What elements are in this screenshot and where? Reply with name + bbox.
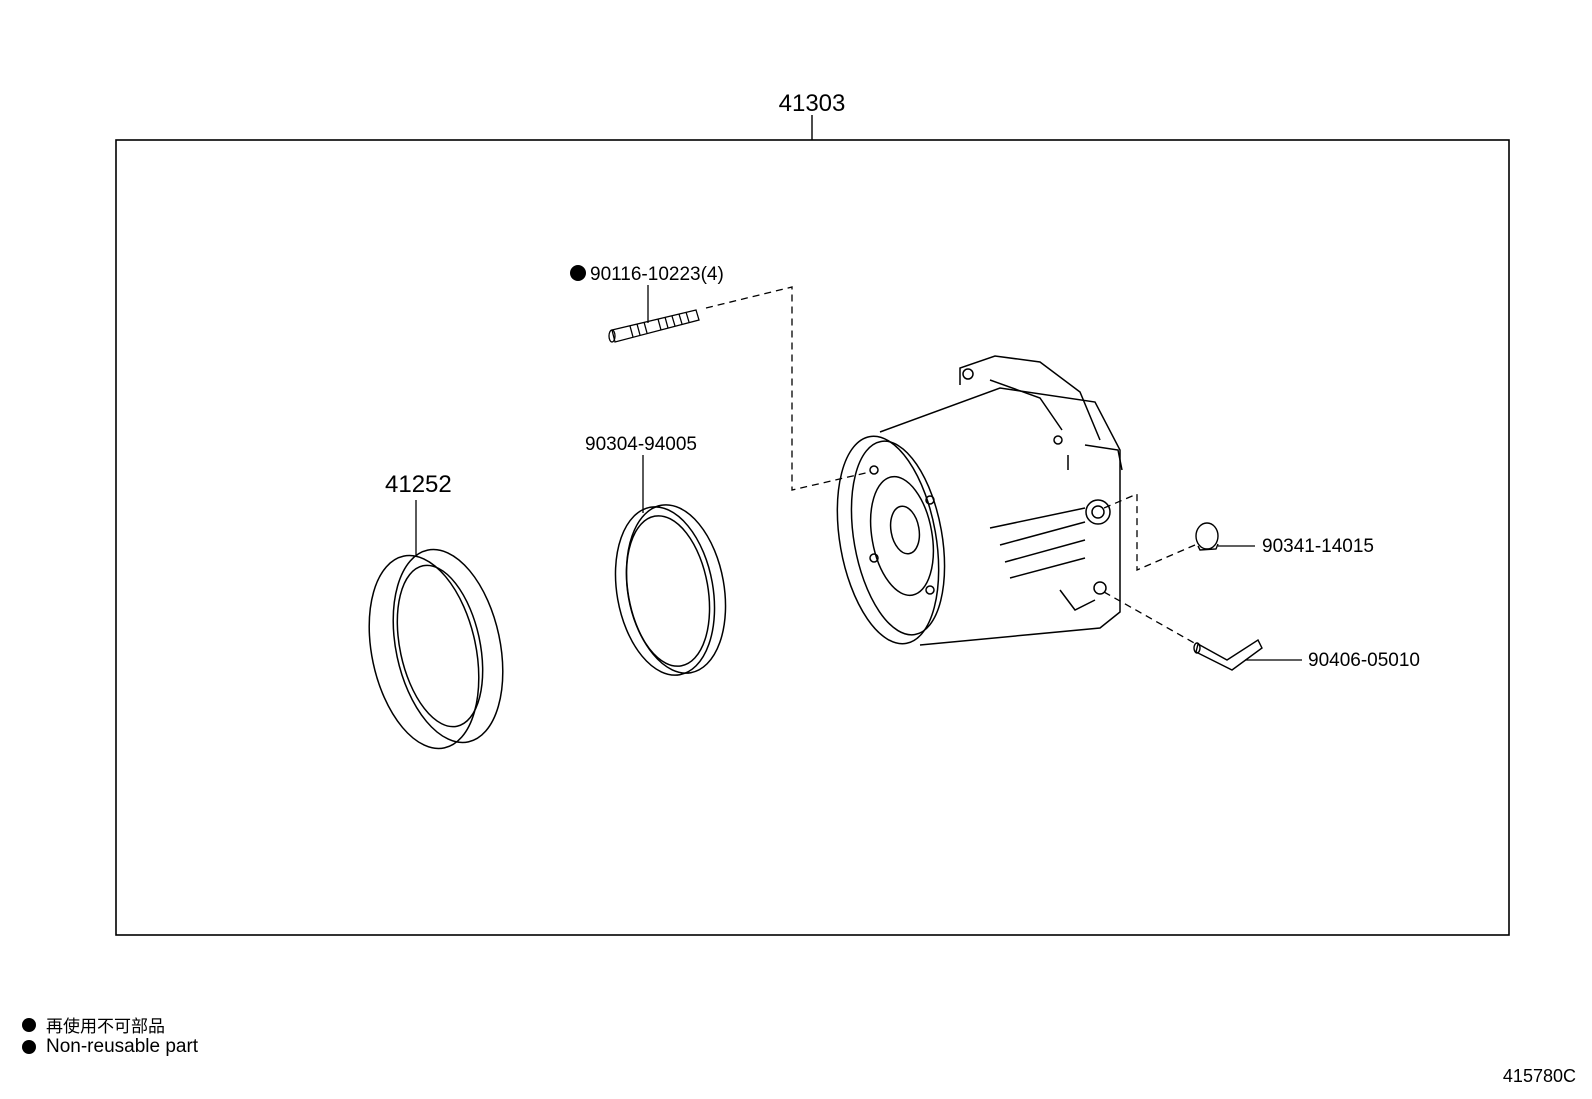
non-reusable-dot-icon xyxy=(22,1017,36,1032)
assembly-part-label[interactable]: 41303 xyxy=(779,90,846,117)
legend-en-text: Non-reusable part xyxy=(46,1036,199,1057)
legend-non-reusable-jp: 再使用不可部品 xyxy=(22,1012,165,1037)
plug-icon xyxy=(1195,522,1219,551)
plug-part-label[interactable]: 90341-14015 xyxy=(1262,536,1374,557)
bearing-race-part-label[interactable]: 41252 xyxy=(385,471,452,498)
bearing-race-icon xyxy=(368,548,504,750)
breather-part-label[interactable]: 90406-05010 xyxy=(1308,650,1420,671)
legend-non-reusable-en: Non-reusable part xyxy=(22,1036,198,1058)
breather-dashed-guide xyxy=(1103,591,1197,645)
seal-part-label[interactable]: 90304-94005 xyxy=(585,434,697,455)
plug-dashed-guide xyxy=(1103,493,1196,571)
stud-part-label[interactable]: 90116-10223(4) xyxy=(590,264,724,285)
oil-seal-icon xyxy=(614,504,727,676)
breather-pipe-icon xyxy=(1193,638,1263,671)
stud-icon xyxy=(608,309,700,343)
non-reusable-dot-icon xyxy=(22,1040,36,1054)
figure-code: 415780C xyxy=(1502,1066,1576,1086)
housing-icon xyxy=(836,355,1123,646)
legend-jp-text: 再使用不可部品 xyxy=(46,1017,165,1037)
non-reusable-marker-icon xyxy=(570,265,586,281)
